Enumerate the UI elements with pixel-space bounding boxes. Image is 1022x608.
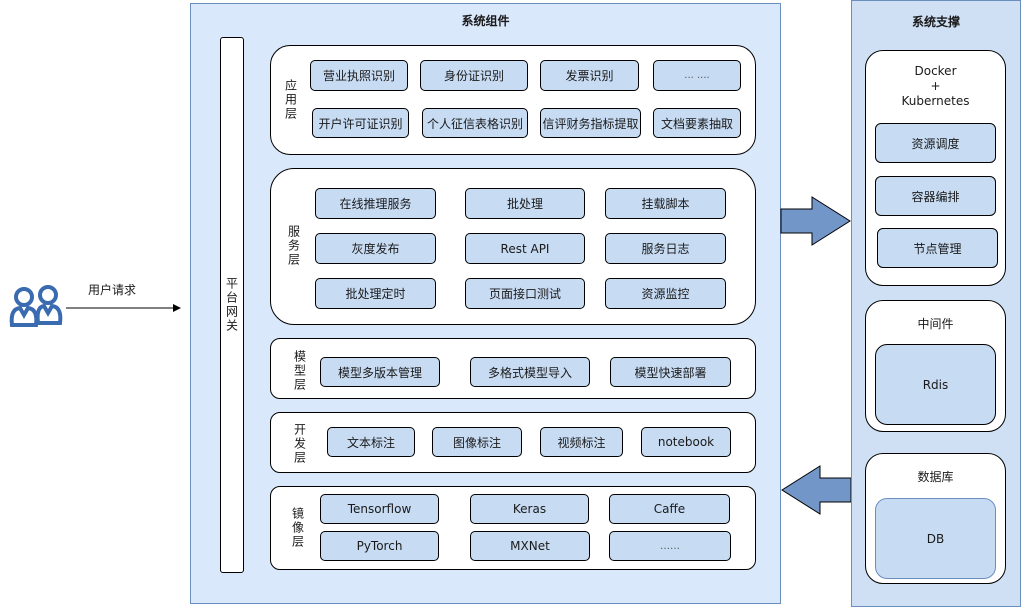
svc-online-inference[interactable]: 在线推理服务 <box>315 188 436 219</box>
app-financial-indicators[interactable]: 信评财务指标提取 <box>540 108 641 138</box>
app-credit-report[interactable]: 个人征信表格识别 <box>422 108 528 138</box>
resource-scheduling[interactable]: 资源调度 <box>875 123 996 163</box>
app-more[interactable]: ... .... <box>653 60 741 91</box>
svc-page-api-test[interactable]: 页面接口测试 <box>465 278 585 309</box>
application-layer-label: 应用层 <box>283 79 298 121</box>
app-account-license[interactable]: 开户许可证识别 <box>312 108 409 138</box>
img-more[interactable]: …… <box>609 531 731 561</box>
system-components-title: 系统组件 <box>461 14 510 28</box>
svc-gray-release[interactable]: 灰度发布 <box>315 233 436 264</box>
svc-mount-script[interactable]: 挂载脚本 <box>605 188 726 219</box>
middleware-title: 中间件 <box>917 317 954 331</box>
img-caffe[interactable]: Caffe <box>609 494 730 524</box>
service-layer-label: 服务层 <box>286 225 301 267</box>
image-layer-label: 镜像层 <box>290 507 305 549</box>
node-management[interactable]: 节点管理 <box>877 228 998 268</box>
img-keras[interactable]: Keras <box>470 494 589 524</box>
arrow-left-icon <box>780 464 852 516</box>
dev-text-annotation[interactable]: 文本标注 <box>327 427 415 457</box>
app-id-card[interactable]: 身份证识别 <box>420 60 528 91</box>
arrow-right-icon <box>780 195 852 247</box>
img-mxnet[interactable]: MXNet <box>470 531 590 561</box>
app-business-license[interactable]: 营业执照识别 <box>310 60 408 91</box>
users-icon <box>8 283 66 331</box>
user-request-label: 用户请求 <box>88 283 137 297</box>
app-document-extraction[interactable]: 文档要素抽取 <box>653 108 741 138</box>
img-tensorflow[interactable]: Tensorflow <box>320 494 439 524</box>
img-pytorch[interactable]: PyTorch <box>320 531 439 561</box>
svc-logs[interactable]: 服务日志 <box>605 233 726 264</box>
svc-rest-api[interactable]: Rest API <box>465 233 585 264</box>
db-box[interactable]: DB <box>875 498 996 579</box>
model-layer-label: 模型层 <box>292 350 307 392</box>
svc-batch-schedule[interactable]: 批处理定时 <box>315 278 436 309</box>
model-quick-deploy[interactable]: 模型快速部署 <box>610 357 731 387</box>
system-support-title: 系统支撑 <box>911 15 960 29</box>
user-request-arrow <box>66 302 182 314</box>
svc-resource-monitor[interactable]: 资源监控 <box>605 278 726 309</box>
database-title: 数据库 <box>917 470 954 484</box>
container-orchestration[interactable]: 容器编排 <box>875 176 996 216</box>
container-title: Docker + Kubernetes <box>901 64 970 108</box>
development-layer-label: 开发层 <box>292 423 307 465</box>
platform-gateway[interactable]: 平台网关 <box>220 37 244 573</box>
dev-notebook[interactable]: notebook <box>641 427 731 457</box>
model-version-management[interactable]: 模型多版本管理 <box>320 357 440 387</box>
dev-video-annotation[interactable]: 视频标注 <box>540 427 623 457</box>
svc-batch[interactable]: 批处理 <box>465 188 585 219</box>
platform-gateway-label: 平台网关 <box>224 277 239 333</box>
redis-box[interactable]: Rdis <box>875 344 996 425</box>
dev-image-annotation[interactable]: 图像标注 <box>432 427 522 457</box>
app-invoice[interactable]: 发票识别 <box>540 60 639 91</box>
model-multi-format-import[interactable]: 多格式模型导入 <box>470 357 590 387</box>
